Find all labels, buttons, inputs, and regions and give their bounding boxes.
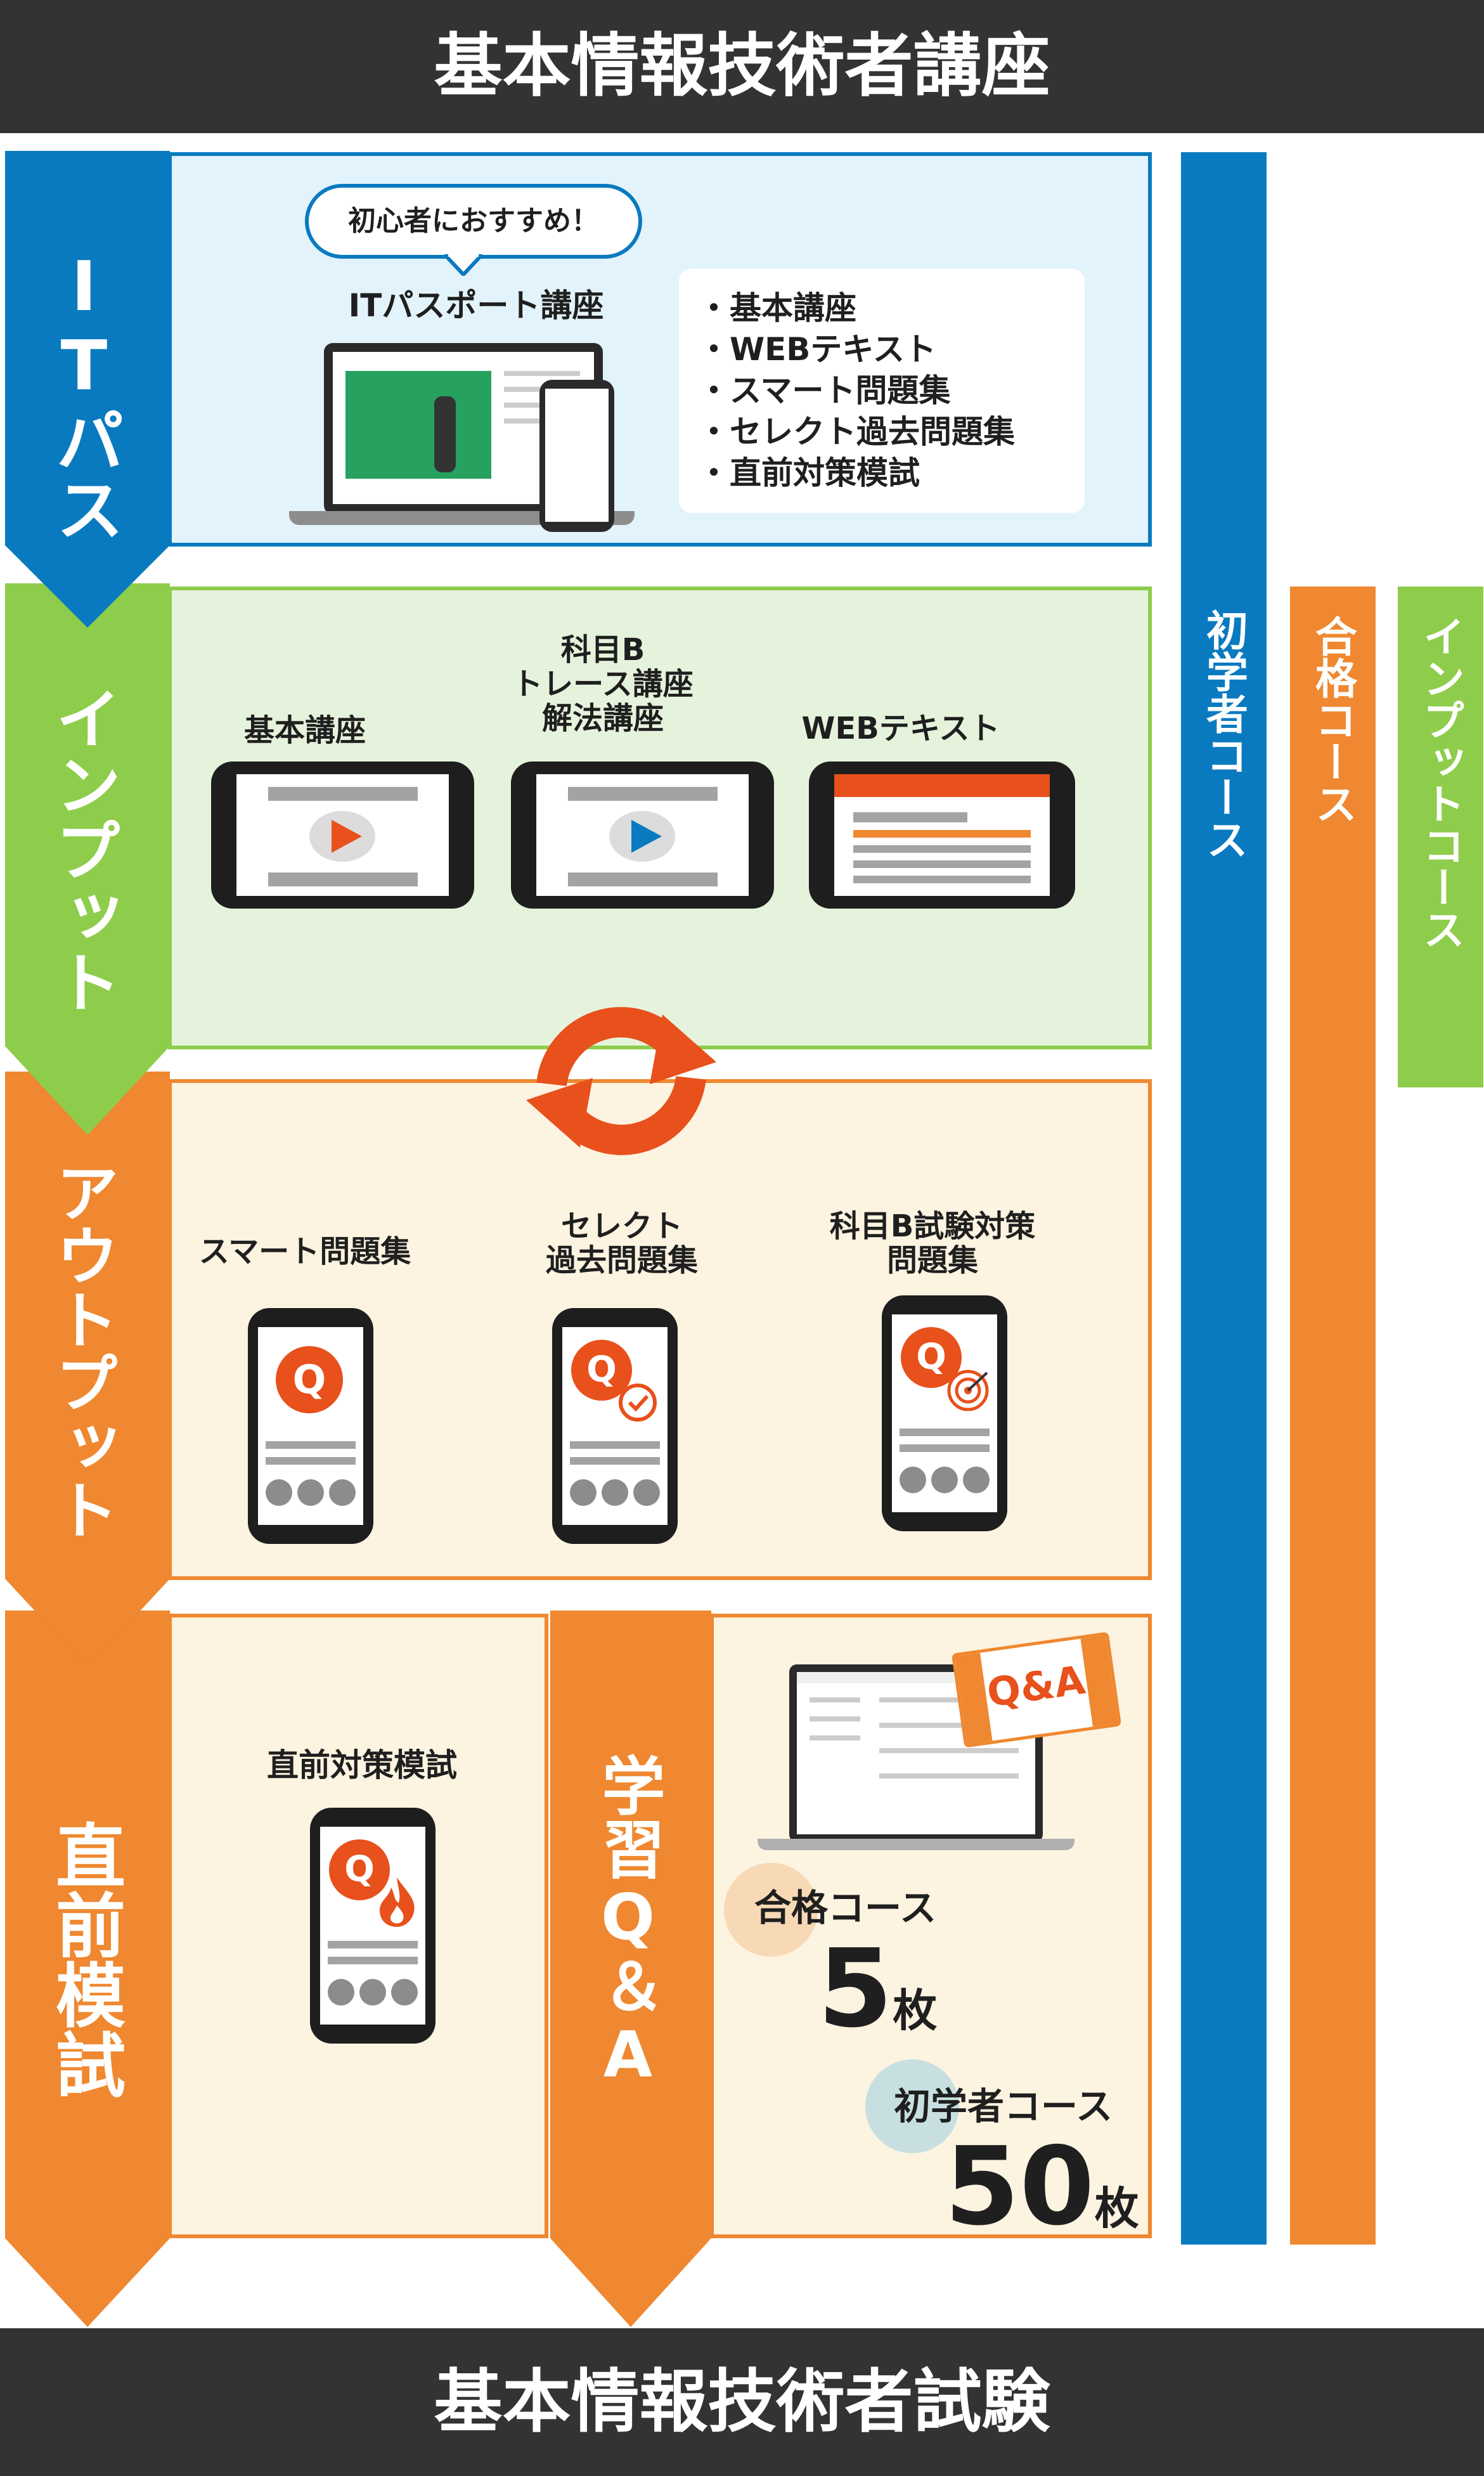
output-item-label: セレクト 過去問題集 xyxy=(545,1209,698,1278)
qa-laptop-base xyxy=(758,1839,1074,1850)
qa-arrow-shape xyxy=(550,1611,711,2327)
beginner-badge: 初心者におすすめ！ xyxy=(305,184,642,259)
beginner-course-count: 50枚 xyxy=(945,2124,1139,2250)
video-device-trace xyxy=(511,762,774,909)
course-bar-beginner: 初学者コース xyxy=(1181,152,1267,2245)
output-panel: スマート問題集 セレクト 過去問題集 科目B試験対策 問題集 Q Q Q xyxy=(168,1079,1152,1580)
pass-course-circle xyxy=(724,1863,818,1957)
flame-icon xyxy=(380,1877,415,1927)
feature-item: ・基本講座 xyxy=(698,290,856,327)
input-item-label: WEBテキスト xyxy=(801,711,1000,746)
output-item-label: スマート問題集 xyxy=(198,1234,411,1269)
page-title: 基本情報技術者講座 xyxy=(434,27,1050,106)
q-icon: Q xyxy=(329,1839,390,1900)
pass-course-unit: 枚 xyxy=(893,1985,938,2037)
feature-item: ・WEBテキスト xyxy=(698,331,936,368)
beginner-course-number: 50 xyxy=(945,2124,1095,2250)
header-bar: 基本情報技術者講座 xyxy=(0,0,1484,133)
pass-course-label: 合格コース xyxy=(754,1886,937,1929)
course-label-input: インプットコース xyxy=(1416,615,1465,950)
tablet-illustration xyxy=(539,380,614,532)
mock-arrow-shape xyxy=(5,1611,170,2327)
footer-bar: 基本情報技術者試験 xyxy=(0,2328,1484,2476)
target-icon xyxy=(947,1370,989,1411)
feature-item: ・スマート問題集 xyxy=(698,372,951,409)
q-icon: Q xyxy=(901,1327,962,1388)
stage-label-itpass: ITパス xyxy=(44,247,124,543)
mock-exam-phone: Q xyxy=(310,1808,436,2044)
output-item-label: 科目B試験対策 問題集 xyxy=(829,1209,1036,1278)
smart-problem-phone: Q xyxy=(248,1308,373,1544)
cycle-arrows-icon xyxy=(526,1007,716,1155)
mock-label: 直前対策模試 xyxy=(267,1747,457,1784)
pass-course-number: 5 xyxy=(818,1926,893,2052)
course-label-beginner: 初学者コース xyxy=(1199,609,1248,860)
q-icon: Q xyxy=(571,1340,632,1401)
beginner-course-unit: 枚 xyxy=(1094,2182,1139,2234)
subject-b-phone: Q xyxy=(882,1295,1007,1531)
course-bar-pass: 合格コース xyxy=(1290,587,1376,2245)
play-icon xyxy=(332,820,362,853)
feature-item: ・直前対策模試 xyxy=(698,455,920,491)
itpass-course-title: ITパスポート講座 xyxy=(348,287,604,324)
input-item-label: 科目B トレース講座 解法講座 xyxy=(512,632,694,736)
select-past-phone: Q xyxy=(552,1308,678,1544)
input-arrow-shape xyxy=(5,583,170,1135)
itpass-arrow-shape xyxy=(5,151,170,628)
mock-panel: 直前対策模試 Q xyxy=(168,1614,548,2238)
course-bar-input: インプットコース xyxy=(1398,587,1483,1087)
output-arrow-shape xyxy=(5,1072,170,1668)
stage-label-input: インプット xyxy=(44,685,121,1014)
feature-item: ・セレクト過去問題集 xyxy=(698,413,1015,450)
play-icon xyxy=(631,820,662,853)
beginner-badge-text: 初心者におすすめ！ xyxy=(348,205,599,237)
web-text-device xyxy=(809,762,1075,909)
qa-label: 学習Q＆A xyxy=(591,1753,665,2092)
qa-ticket-text: Q&A xyxy=(984,1656,1088,1716)
itpass-panel: 初心者におすすめ！ ITパスポート講座 ・基本講座 ・WEBテキスト ・スマート… xyxy=(168,152,1152,547)
input-panel: 基本講座 科目B トレース講座 解法講座 WEBテキスト xyxy=(168,587,1152,1049)
stage-label-output: アウトプット xyxy=(44,1160,119,1541)
stage-arrows xyxy=(5,151,170,2327)
clock-check-icon xyxy=(619,1384,657,1422)
pass-course-count: 5枚 xyxy=(818,1926,937,2052)
beginner-course-circle xyxy=(865,2059,959,2153)
input-item-label: 基本講座 xyxy=(243,713,366,748)
beginner-course-label: 初学者コース xyxy=(894,2085,1113,2128)
footer-title: 基本情報技術者試験 xyxy=(434,2363,1050,2442)
course-label-pass: 合格コース xyxy=(1308,615,1357,824)
badge-pointer xyxy=(444,254,482,276)
q-icon: Q xyxy=(276,1346,343,1413)
video-device-basic xyxy=(211,762,474,909)
stage-label-mock: 直前模試 xyxy=(44,1820,125,2099)
itpass-feature-list: ・基本講座 ・WEBテキスト ・スマート問題集 ・セレクト過去問題集 ・直前対策… xyxy=(679,269,1085,513)
